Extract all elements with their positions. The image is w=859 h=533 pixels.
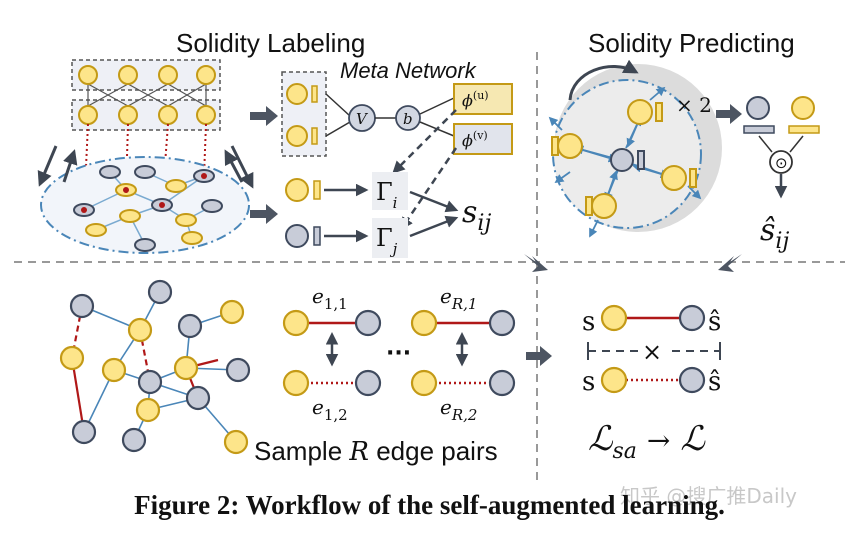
loss-shat-top: ŝ — [708, 307, 721, 337]
meta-network-label: Meta Network — [340, 58, 477, 83]
sample-edge-pairs-label: Sample R edge pairs — [254, 436, 498, 467]
loss-equation: ℒsa→ℒ — [588, 419, 706, 464]
to-dot-product-arrow — [716, 104, 742, 124]
gamma-i: Γi — [376, 178, 398, 212]
dot-product: ⊙ ŝij — [743, 96, 820, 254]
loss-block: s ŝ × s ŝ ℒsa→ℒ — [582, 304, 721, 464]
sampled-graph — [59, 279, 251, 455]
ellipsis: ··· — [386, 341, 411, 366]
section-dividers — [14, 52, 845, 480]
figure-caption: Figure 2: Workflow of the self-augmented… — [134, 490, 725, 520]
loss-times: × — [642, 338, 662, 366]
edge-pairs: e1,1 e1,2 ··· eR,1 eR,2 — [282, 284, 516, 424]
phi-u-label: ϕ(u) — [462, 89, 489, 110]
flow-arrows-labeling — [250, 106, 278, 224]
gamma-j: Γj — [376, 224, 398, 258]
loss-input-arrows — [524, 254, 742, 272]
gnn-propagation: × 2 — [548, 59, 722, 238]
to-loss-arrow — [526, 346, 552, 366]
loss-s-top: s — [582, 307, 595, 337]
phi-v-label: ϕ(v) — [462, 129, 488, 150]
times-two-label: × 2 — [676, 93, 712, 117]
solidity-labeling-compute: Γi Γj sij — [285, 172, 491, 258]
loss-s-bottom: s — [582, 367, 595, 397]
edge-eR2-label: eR,2 — [440, 395, 477, 424]
watermark: 知乎 @搜广推Daily — [620, 484, 797, 508]
edge-e12-label: e1,2 — [312, 395, 348, 424]
input-graph — [37, 145, 254, 254]
s-ij-label: sij — [462, 195, 491, 236]
edge-e11-label: e1,1 — [312, 284, 348, 313]
s-hat-ij-label: ŝij — [760, 213, 789, 254]
edge-eR1-label: eR,1 — [440, 284, 477, 313]
predicting-title: Solidity Predicting — [588, 28, 795, 58]
neural-network-icon — [71, 59, 221, 211]
b-node-label: b — [403, 110, 413, 128]
v-node-label: V — [356, 110, 369, 128]
labeling-title: Solidity Labeling — [176, 28, 365, 58]
odot-symbol: ⊙ — [775, 154, 788, 172]
meta-network: V b ϕ(u) ϕ(v) — [281, 71, 513, 231]
loss-shat-bottom: ŝ — [708, 367, 721, 397]
